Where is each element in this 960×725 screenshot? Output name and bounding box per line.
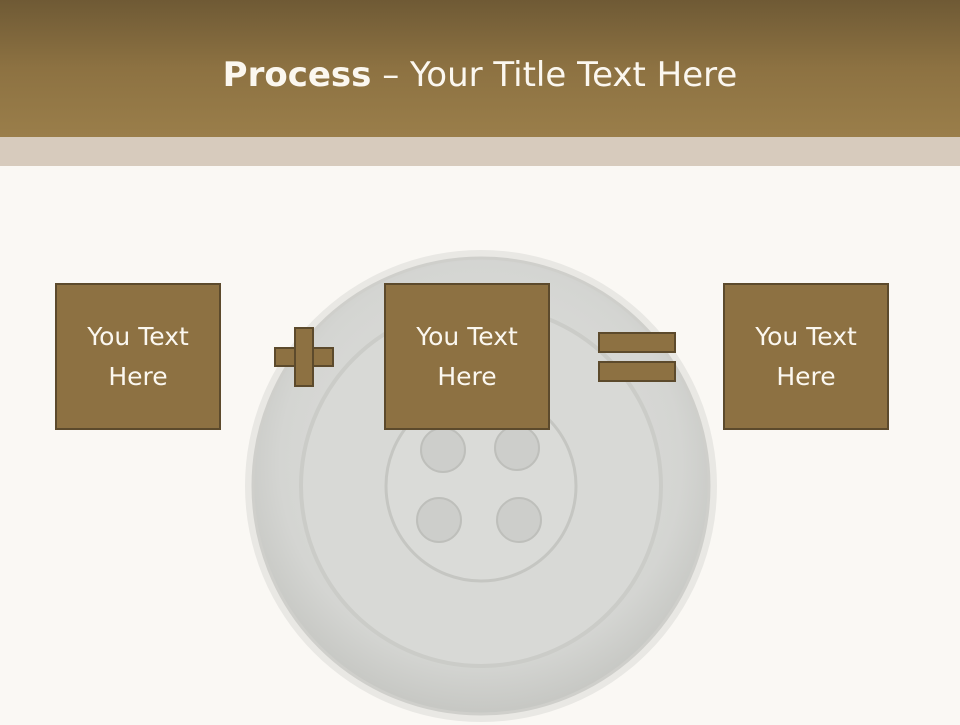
slide-title: Process – Your Title Text Here	[0, 55, 960, 95]
process-box-1[interactable]: You Text Here	[55, 283, 221, 430]
process-box-2-text: You Text Here	[416, 321, 518, 391]
title-rest: Your Title Text Here	[410, 55, 738, 95]
title-dash: –	[371, 55, 411, 95]
process-box-2[interactable]: You Text Here	[384, 283, 550, 430]
accent-stripe	[0, 137, 960, 166]
process-box-1-text: You Text Here	[87, 321, 189, 391]
process-box-3[interactable]: You Text Here	[723, 283, 889, 430]
process-box-3-text: You Text Here	[755, 321, 857, 391]
title-bar	[0, 0, 960, 137]
title-bold: Process	[222, 55, 372, 95]
button-image	[245, 250, 717, 722]
